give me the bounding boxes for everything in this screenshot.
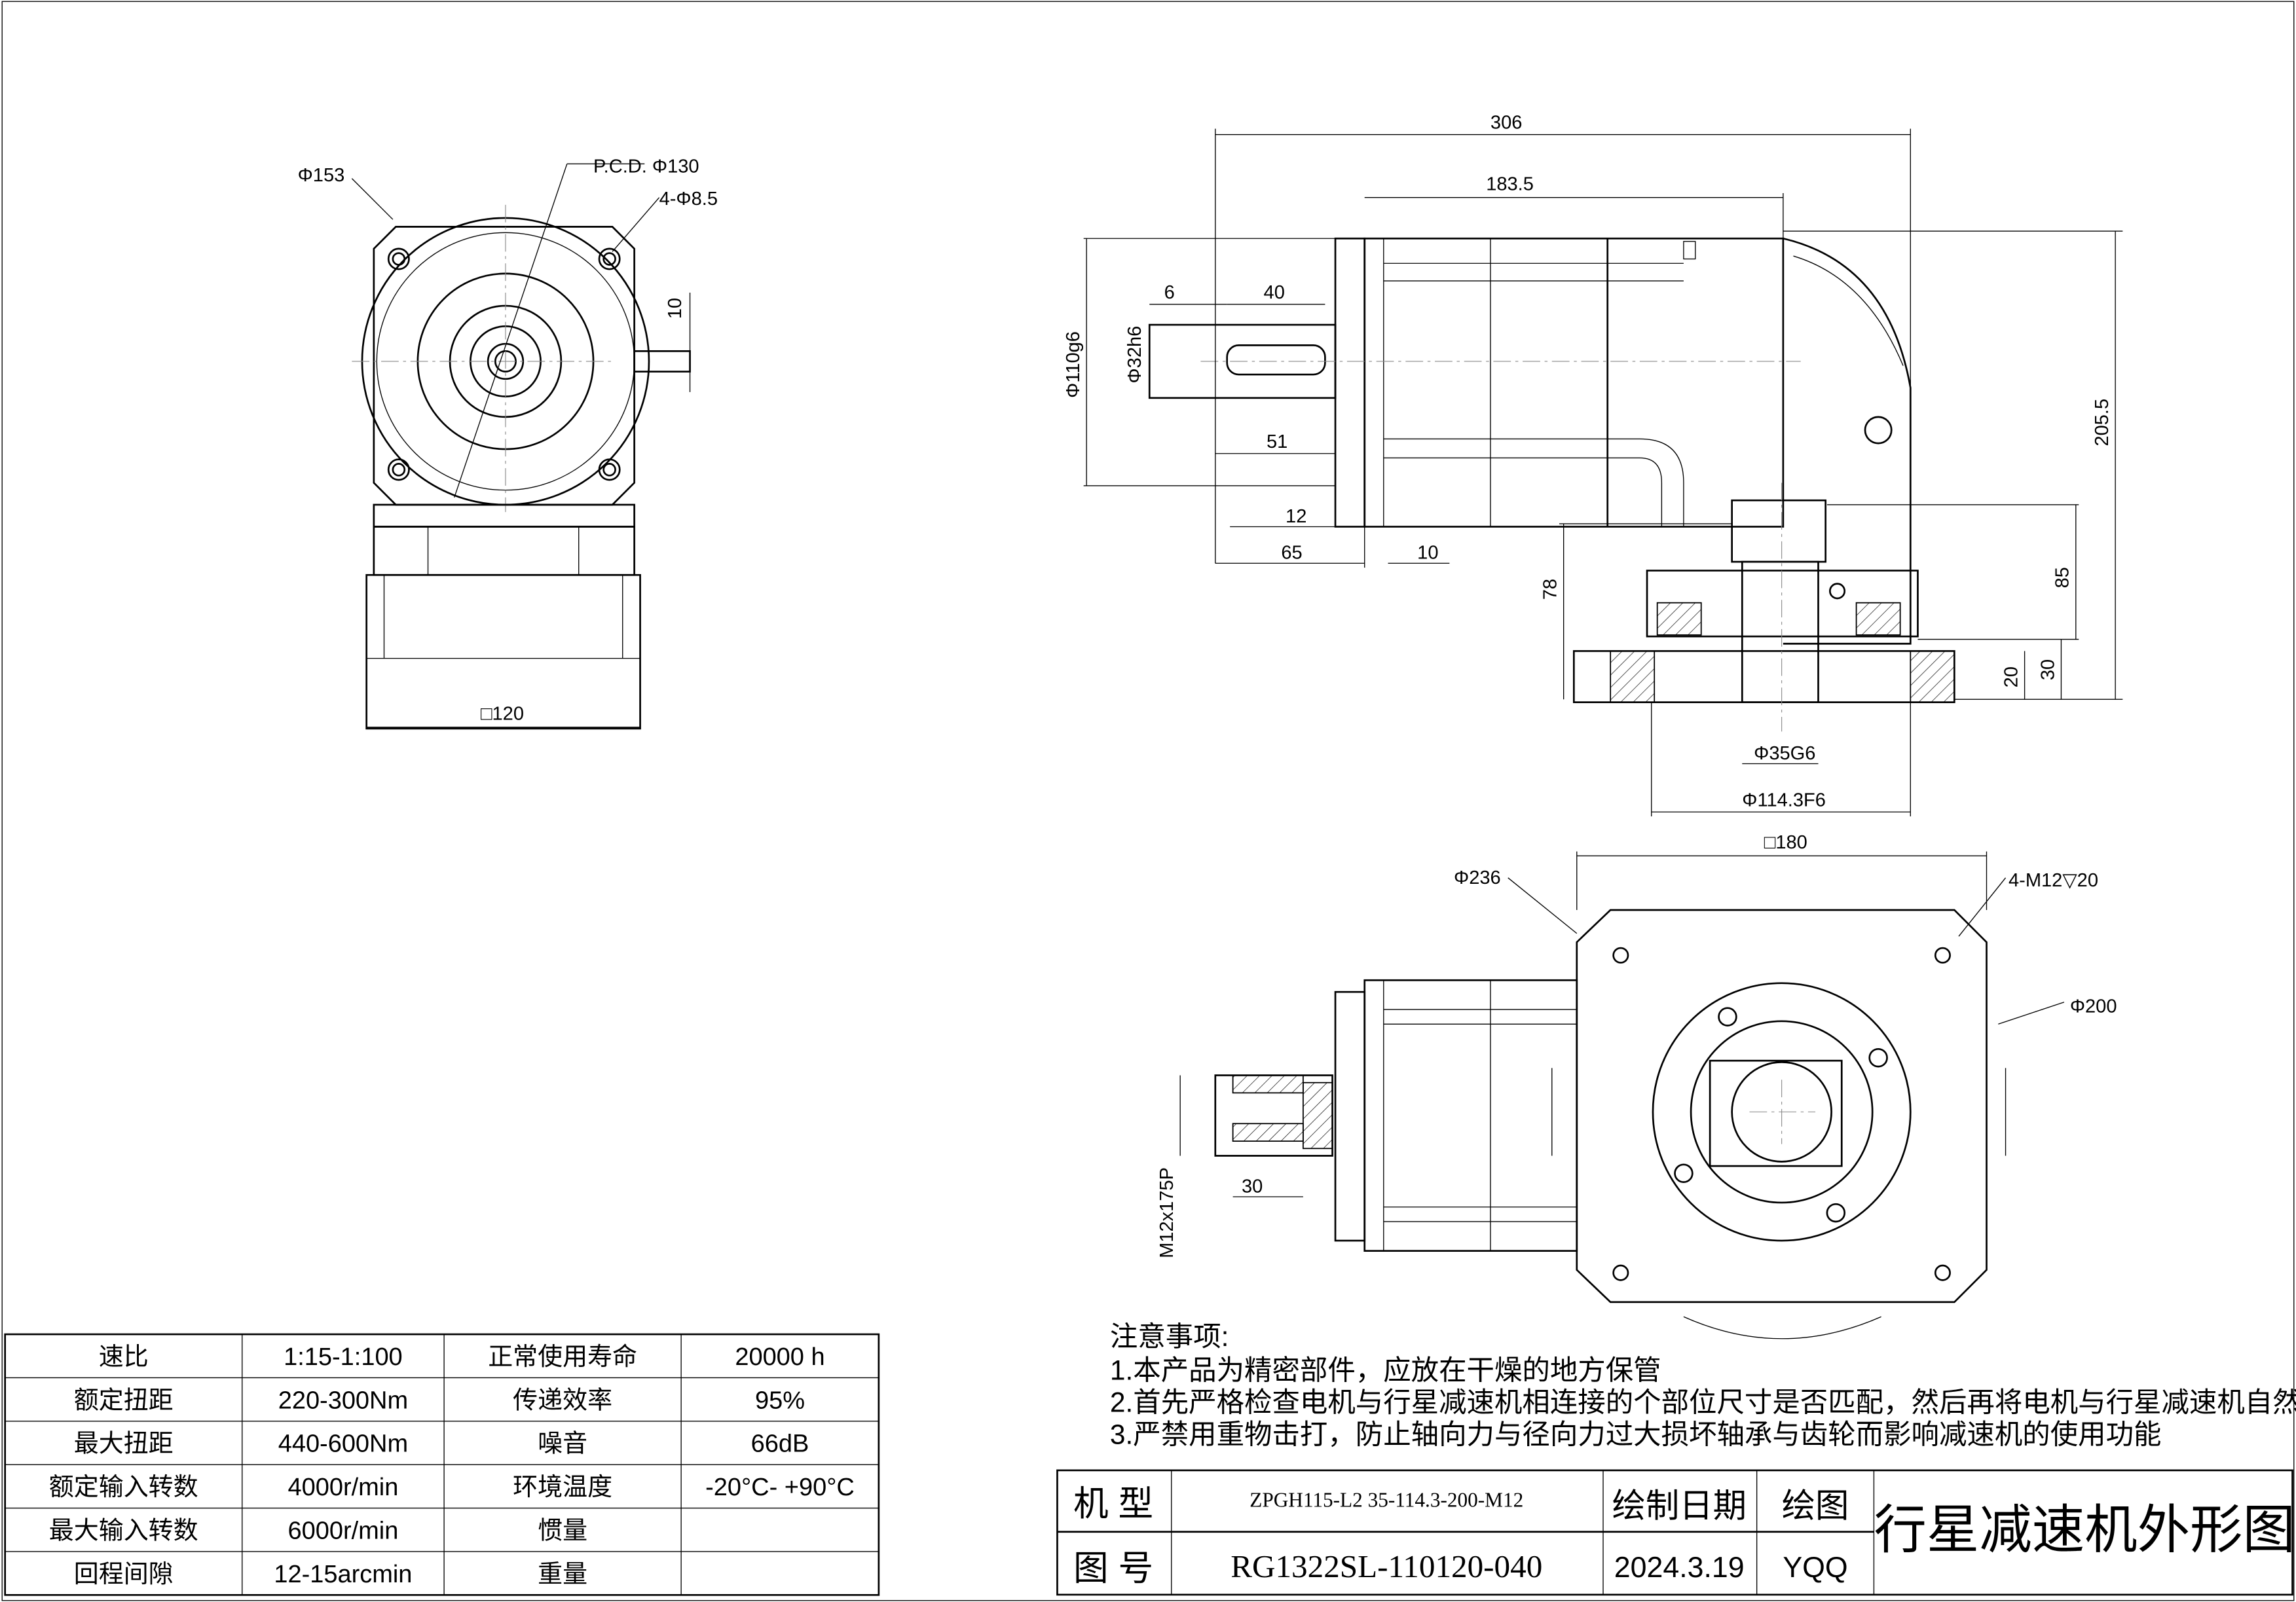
dim-square: □120 — [481, 703, 524, 724]
spec-cell: 4000r/min — [287, 1474, 398, 1501]
dim-30: 30 — [2037, 659, 2058, 680]
note-item: 3.严禁用重物击打，防止轴向力与径向力过大损坏轴承与齿轮而影响减速机的使用功能 — [1110, 1419, 2162, 1450]
dim-shaft-len-1: 6 — [1164, 282, 1175, 303]
bottom-view: □180 Φ236 4-M12▽20 Φ200 M12x175P 30 — [1157, 832, 2117, 1339]
spec-cell: 440-600Nm — [278, 1430, 408, 1458]
note-item: 1.本产品为精密部件，应放在干燥的地方保管 — [1110, 1355, 1661, 1385]
spec-cell: 220-300Nm — [278, 1387, 408, 1414]
spec-cell: 最大扭距 — [74, 1430, 174, 1458]
spec-cell: -20°C- +90°C — [705, 1474, 855, 1501]
spec-cell: 12-15arcmin — [274, 1561, 412, 1588]
spec-cell: 95% — [755, 1387, 805, 1414]
spec-cell: 回程间隙 — [74, 1561, 174, 1588]
dim-overall-length: 306 — [1491, 113, 1522, 134]
dim-spigot: Φ114.3F6 — [1742, 790, 1826, 810]
spec-cell: 1:15-1:100 — [284, 1343, 403, 1371]
drawing-title: 行星减速机外形图 — [1874, 1501, 2295, 1559]
dim-flange-65: 65 — [1281, 543, 1302, 564]
front-view: Φ153 P.C.D. Φ130 4-Φ8.5 10 □120 — [298, 156, 718, 730]
spec-cell: 噪音 — [538, 1430, 587, 1458]
dim-bottom-square: □180 — [1764, 832, 1807, 853]
dim-bore: Φ35G6 — [1754, 743, 1815, 764]
model-label: 机 型 — [1073, 1484, 1153, 1523]
spec-cell: 正常使用寿命 — [488, 1343, 637, 1371]
dim-height: 205.5 — [2092, 399, 2113, 446]
drawer-value: YQQ — [1783, 1552, 1847, 1584]
dim-bottom-pcd: Φ200 — [2070, 996, 2117, 1017]
model-value: ZPGH115-L2 35-114.3-200-M12 — [1250, 1489, 1523, 1512]
date-value: 2024.3.19 — [1614, 1552, 1745, 1584]
notes: 注意事项: 1.本产品为精密部件，应放在干燥的地方保管 2.首先严格检查电机与行… — [1110, 1321, 2296, 1450]
dim-78: 78 — [1540, 579, 1561, 600]
spec-cell: 速比 — [99, 1343, 149, 1371]
dim-thread: M12x175P — [1157, 1167, 1177, 1258]
dim-flange-10: 10 — [1417, 543, 1438, 564]
dim-flange-dia: Φ236 — [1454, 867, 1501, 888]
title-block: 机 型 ZPGH115-L2 35-114.3-200-M12 图 号 RG13… — [1056, 1469, 2295, 1596]
side-view: 306 183.5 6 40 Φ110g6 Φ32h6 51 12 65 10 … — [1063, 113, 2123, 816]
date-label: 绘制日期 — [1612, 1486, 1747, 1524]
spec-cell: 环境温度 — [513, 1474, 612, 1501]
spec-cell: 20000 h — [735, 1343, 824, 1371]
spec-table: 速比 1:15-1:100 正常使用寿命 20000 h 额定扭距 220-300Nm 传递… — [4, 1333, 880, 1596]
spec-cell: 66dB — [751, 1430, 809, 1458]
drawing-no-label: 图 号 — [1073, 1548, 1153, 1588]
spec-cell: 重量 — [538, 1561, 587, 1588]
dim-depth: 30 — [1242, 1176, 1263, 1197]
spec-cell: 额定输入转数 — [49, 1474, 198, 1501]
spec-cell: 额定扭距 — [74, 1387, 174, 1414]
spec-cell: 惯量 — [538, 1517, 587, 1544]
spec-cell: 6000r/min — [287, 1517, 398, 1544]
spec-cell: 传递效率 — [513, 1387, 612, 1414]
dim-key-len: 40 — [1264, 282, 1285, 303]
dim-tapped: 4-M12▽20 — [2009, 870, 2098, 891]
dim-shaft-offset: 10 — [665, 298, 686, 319]
dim-85: 85 — [2052, 567, 2073, 588]
dim-holes: 4-Φ8.5 — [659, 189, 718, 209]
dim-flange-12: 12 — [1286, 506, 1306, 527]
drawer-label: 绘图 — [1782, 1486, 1849, 1524]
dim-20: 20 — [2001, 666, 2022, 687]
dim-motor-length: 183.5 — [1486, 174, 1534, 195]
dim-pcd: P.C.D. Φ130 — [593, 156, 699, 177]
dim-outer-dia: Φ153 — [298, 165, 345, 186]
dim-shaft-len-2: 51 — [1267, 431, 1287, 452]
drawing-no-value: RG1322SL-110120-040 — [1231, 1548, 1542, 1584]
note-item: 2.首先严格检查电机与行星减速机相连接的个部位尺寸是否匹配，然后再将电机与行星减… — [1110, 1387, 2296, 1417]
dim-shaft-dia: Φ110g6 — [1063, 331, 1084, 398]
dim-key-dia: Φ32h6 — [1124, 326, 1145, 384]
notes-title: 注意事项: — [1110, 1321, 1229, 1352]
spec-cell: 最大输入转数 — [49, 1517, 198, 1544]
